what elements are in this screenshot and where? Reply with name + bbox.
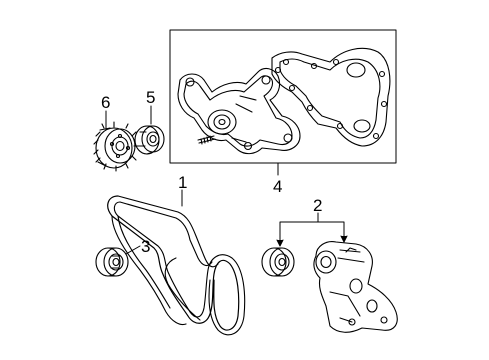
serpentine-belt-drawing <box>107 195 246 336</box>
leader-idler <box>125 245 141 255</box>
pump-pulley-drawing <box>134 125 165 155</box>
callout-idler-pulley: 3 <box>141 237 151 256</box>
idler-pulley-2-drawing <box>261 247 295 277</box>
callout-tensioner: 2 <box>313 196 323 215</box>
callout-belt: 1 <box>178 173 188 192</box>
idler-pulley-drawing <box>95 247 129 277</box>
callout-pulley: 5 <box>146 88 156 107</box>
callout-fan-clutch: 6 <box>101 93 111 112</box>
fan-clutch-drawing <box>93 121 140 172</box>
leader-tensioner <box>279 212 345 245</box>
callout-water-pump: 4 <box>273 177 283 196</box>
arrowheads-tensioner <box>276 235 348 247</box>
water-pump-group-frame <box>169 29 397 164</box>
leader-lines <box>105 105 348 255</box>
water-pump-gasket-drawing <box>271 47 391 147</box>
belt-tensioner-drawing <box>313 241 398 333</box>
water-pump-body-drawing <box>177 67 301 155</box>
